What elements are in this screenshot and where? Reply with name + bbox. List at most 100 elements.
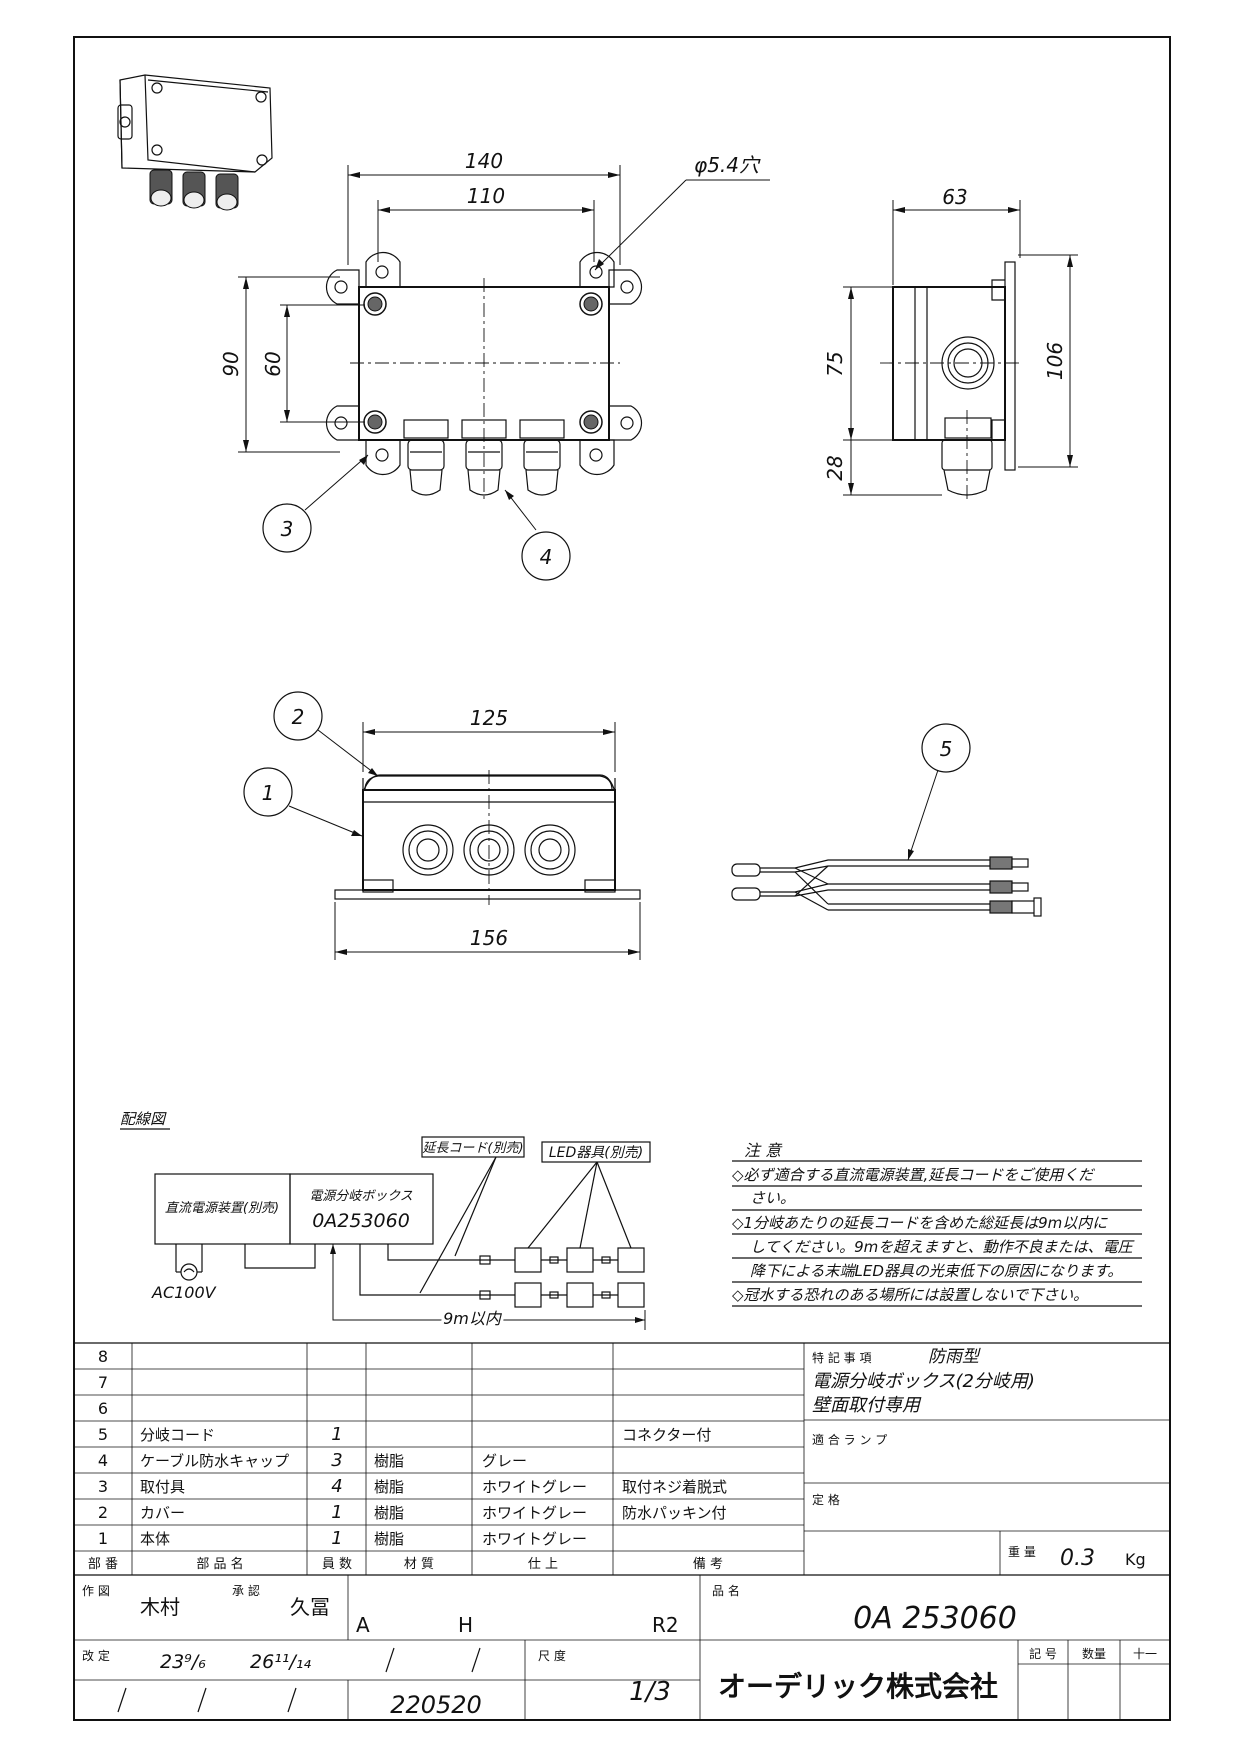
ac-label: AC100V <box>151 1283 217 1302</box>
drawn-label: 作 図 <box>82 1584 110 1598</box>
dim-side-gland: 28 <box>823 455 847 480</box>
special-3: 壁面取付専用 <box>812 1395 922 1416</box>
scale-label: 尺 度 <box>538 1648 566 1663</box>
company-name: オーデリック株式会社 <box>718 1670 998 1703</box>
dim-hole-pitch-v: 60 <box>261 351 285 376</box>
dim-front-width: 125 <box>470 706 508 730</box>
parts-cell-no: 3 <box>98 1477 108 1496</box>
document-number: 220520 <box>390 1691 482 1719</box>
dim-side-body: 75 <box>823 351 847 376</box>
parts-cell-no: 4 <box>98 1451 108 1470</box>
ext-cord-label: 延長コード(別売) <box>422 1141 523 1156</box>
parts-cell-mat: 樹脂 <box>374 1478 404 1496</box>
note-line: ◇1分岐あたりの延長コードを含めた総延長は9m以内に <box>732 1214 1108 1232</box>
weight-label: 重 量 <box>1008 1545 1036 1559</box>
dim-hole-pitch: 110 <box>467 184 505 208</box>
parts-cell-qty: 4 <box>331 1476 342 1497</box>
svg-text:1: 1 <box>262 781 275 805</box>
code-h: H <box>458 1613 473 1637</box>
led-fixture-label: LED器具(別売) <box>549 1145 643 1161</box>
parts-cell-finish: グレー <box>482 1452 527 1470</box>
note-line: さい。 <box>750 1189 795 1207</box>
note-line: ◇冠水する恐れのある場所には設置しないで下さい。 <box>732 1286 1088 1304</box>
sheet-border <box>73 36 1171 1721</box>
callout-2 <box>273 691 323 741</box>
branch-box-model: 0A253060 <box>312 1210 410 1232</box>
header-name: 部 品 名 <box>196 1556 243 1572</box>
parts-cell-finish: ホワイトグレー <box>482 1530 587 1548</box>
special-label: 特 記 事 項 <box>812 1350 871 1365</box>
parts-cell-name: 分岐コード <box>140 1426 215 1444</box>
dim-side-total: 106 <box>1043 342 1067 380</box>
power-supply-label: 直流電源装置(別売) <box>165 1201 279 1216</box>
parts-cell-qty: 1 <box>331 1528 342 1549</box>
header-qty: 員 数 <box>322 1557 352 1572</box>
parts-cell-mat: 樹脂 <box>374 1504 404 1522</box>
parts-cell-note: 防水パッキン付 <box>622 1504 727 1522</box>
parts-cell-finish: ホワイトグレー <box>482 1504 587 1522</box>
isometric-view <box>117 74 273 211</box>
branch-box-label: 電源分岐ボックス <box>309 1189 413 1204</box>
svg-text:2: 2 <box>292 705 305 729</box>
special-1: 防雨型 <box>928 1347 981 1367</box>
parts-cell-name: 取付具 <box>140 1478 185 1496</box>
max-length-label: 9m以内 <box>443 1309 503 1328</box>
lamp-label: 適 合 ラ ン プ <box>812 1432 887 1447</box>
parts-cell-no: 2 <box>98 1503 108 1522</box>
parts-cell-no: 7 <box>98 1373 108 1392</box>
approved-label: 承 認 <box>232 1583 260 1598</box>
note-line: 降下による末端LED器具の光束低下の原因になります。 <box>750 1262 1122 1280</box>
parts-header: 部 番 部 品 名 員 数 材 質 仕 上 備 考 <box>88 1556 723 1572</box>
drawn-by: 木村 <box>140 1595 180 1619</box>
side-view: 63 75 28 106 <box>823 185 1078 500</box>
product-number: 0A 253060 <box>853 1601 1017 1636</box>
callout-3 <box>262 503 312 553</box>
dim-side-depth: 63 <box>942 185 967 209</box>
top-view: 140 110 φ5.4穴 90 60 3 4 <box>219 149 770 581</box>
weight-unit: Kg <box>1125 1550 1146 1569</box>
product-label: 品 名 <box>712 1583 740 1598</box>
parts-cell-mat: 樹脂 <box>374 1452 404 1470</box>
rating-label: 定 格 <box>812 1492 840 1507</box>
notes-title: 注 意 <box>744 1141 783 1160</box>
dim-hole-note: φ5.4穴 <box>694 153 761 177</box>
symbol-label: 記 号 <box>1029 1646 1057 1661</box>
branch-cord-view: 5 <box>731 723 1042 917</box>
parts-cell-name: カバー <box>140 1504 185 1522</box>
revision-2: 26¹¹/₁₄ <box>250 1651 311 1673</box>
callout-4 <box>521 531 571 581</box>
dim-top-height: 90 <box>219 351 243 376</box>
svg-text:4: 4 <box>540 545 553 569</box>
qty-label: 数量 <box>1082 1646 1106 1661</box>
header-finish: 仕 上 <box>528 1557 558 1572</box>
parts-cell-no: 6 <box>98 1399 108 1418</box>
note-line: してください。9mを超えますと、動作不良または、電圧 <box>750 1238 1135 1256</box>
parts-table <box>74 1342 1170 1576</box>
parts-cell-finish: ホワイトグレー <box>482 1478 587 1496</box>
svg-text:3: 3 <box>281 517 294 541</box>
note-line: ◇必ず適合する直流電源装置,延長コードをご使用くだ <box>732 1166 1095 1184</box>
title-block: 作 図 木村 承 認 久冨 A H R2 品 名 0A 253060 改 定 2… <box>74 1575 1170 1720</box>
weight-value: 0.3 <box>1060 1546 1095 1571</box>
callout-1 <box>243 767 293 817</box>
dim-front-base: 156 <box>470 926 508 950</box>
parts-cell-name: 本体 <box>140 1530 170 1548</box>
header-remarks: 備 考 <box>693 1556 723 1572</box>
parts-cell-mat: 樹脂 <box>374 1530 404 1548</box>
spec-panel: 特 記 事 項 防雨型 電源分岐ボックス(2分岐用) 壁面取付専用 適 合 ラ … <box>812 1347 1146 1571</box>
front-view: 125 156 2 1 <box>243 691 641 960</box>
svg-text:5: 5 <box>940 737 953 761</box>
header-material: 材 質 <box>404 1557 434 1572</box>
scale-value: 1/3 <box>629 1677 671 1707</box>
parts-cell-name: ケーブル防水キャップ <box>140 1452 289 1470</box>
parts-cell-qty: 1 <box>331 1502 342 1523</box>
parts-cell-no: 8 <box>98 1347 108 1366</box>
wiring-diagram: 配線図 直流電源装置(別売) 電源分岐ボックス 0A253060 AC100V … <box>120 1110 651 1331</box>
parts-cell-no: 1 <box>98 1529 108 1548</box>
header-no: 部 番 <box>88 1557 118 1572</box>
special-2: 電源分岐ボックス(2分岐用) <box>812 1371 1035 1392</box>
parts-cell-qty: 1 <box>331 1424 342 1445</box>
revision-label: 改 定 <box>82 1648 110 1663</box>
sheet-label: 十一 <box>1133 1647 1157 1661</box>
